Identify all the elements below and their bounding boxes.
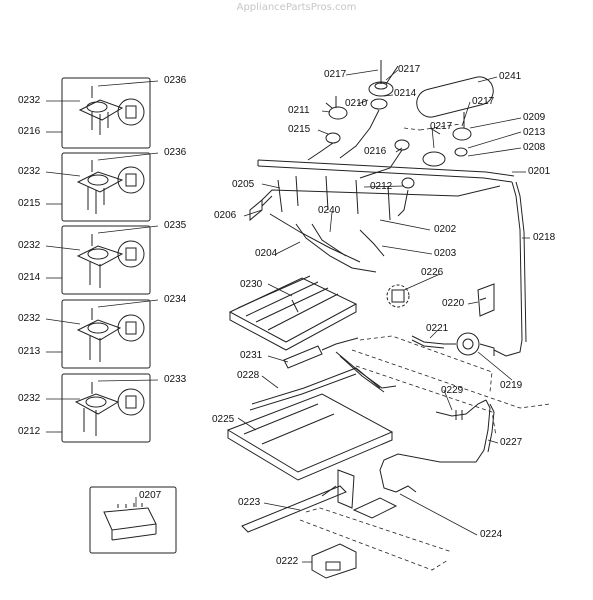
igniter-0231 — [283, 337, 359, 369]
bracket-0220 — [477, 283, 495, 317]
valve-fitting-0229 — [435, 399, 487, 420]
callout-0214: 0214 — [394, 88, 417, 99]
callout-0217-a: 0217 — [324, 69, 347, 80]
callout-0241: 0241 — [499, 71, 522, 82]
callout-0202: 0202 — [434, 224, 457, 235]
regulator-0219 — [456, 332, 495, 356]
callout-0240: 0240 — [318, 205, 341, 216]
callout-0217-d: 0217 — [430, 121, 453, 132]
callout-0217-b: 0217 — [398, 64, 421, 75]
callout-0204: 0204 — [255, 248, 278, 259]
gas-line-0221 — [411, 335, 456, 349]
callout-0217-c: 0217 — [472, 96, 495, 107]
callout-0214-box3: 0214 — [18, 272, 41, 283]
spark-module-detail-0207 — [89, 486, 177, 554]
callout-0223: 0223 — [238, 497, 261, 508]
callout-0208: 0208 — [523, 142, 546, 153]
callout-0227: 0227 — [500, 437, 523, 448]
left-leader-lines — [45, 80, 159, 507]
manifold-frame — [249, 159, 527, 357]
valve-detail-0215 — [61, 152, 151, 222]
callout-0212: 0212 — [370, 181, 393, 192]
callout-0228: 0228 — [237, 370, 260, 381]
rail-0223 — [241, 469, 355, 533]
callout-0232-box5: 0232 — [18, 393, 41, 404]
burner-group-top — [307, 60, 494, 217]
callout-0235: 0235 — [164, 220, 187, 231]
callout-0215: 0215 — [288, 124, 311, 135]
pipe-0228 — [249, 351, 397, 411]
callout-0236-box2: 0236 — [164, 147, 187, 158]
dashed-guide-lines — [299, 123, 551, 571]
callout-0211: 0211 — [288, 105, 310, 116]
callout-0218: 0218 — [533, 232, 556, 243]
callout-0216: 0216 — [364, 146, 387, 157]
valve-detail-0214 — [61, 225, 151, 295]
callout-0206: 0206 — [214, 210, 237, 221]
callout-0225: 0225 — [212, 414, 235, 425]
spark-block-0224 — [352, 485, 417, 519]
callout-0221: 0221 — [426, 323, 449, 334]
callout-0222: 0222 — [276, 556, 299, 567]
flex-line-0227 — [379, 399, 495, 493]
watermark: AppliancePartsPros.com — [236, 2, 357, 13]
callout-0215-box2: 0215 — [18, 198, 41, 209]
module-0222 — [311, 543, 357, 579]
callout-0231: 0231 — [240, 350, 263, 361]
valve-detail-0212 — [61, 373, 151, 443]
callout-0207: 0207 — [139, 490, 162, 501]
callout-0232-box4: 0232 — [18, 313, 41, 324]
callout-0205: 0205 — [232, 179, 255, 190]
valve-detail-0216 — [61, 77, 151, 149]
callout-0212-box5: 0212 — [18, 426, 41, 437]
baffle-0225 — [226, 393, 394, 481]
callout-0210: 0210 — [345, 98, 368, 109]
callout-0230: 0230 — [240, 279, 263, 290]
callout-0229: 0229 — [441, 385, 464, 396]
pressure-fitting-0226 — [386, 284, 410, 308]
callout-0213-box4: 0213 — [18, 346, 41, 357]
callout-0232-box3: 0232 — [18, 240, 41, 251]
callout-0226: 0226 — [421, 267, 444, 278]
callout-0224: 0224 — [480, 529, 503, 540]
callout-0203: 0203 — [434, 248, 457, 259]
callout-0220: 0220 — [442, 298, 465, 309]
callout-0234: 0234 — [164, 294, 187, 305]
right-leader-lines — [237, 69, 530, 563]
callout-0233: 0233 — [164, 374, 187, 385]
callout-0232-box1: 0232 — [18, 95, 41, 106]
valve-detail-0213 — [61, 299, 151, 369]
callout-0236-top: 0236 — [164, 75, 187, 86]
callout-0219: 0219 — [500, 380, 523, 391]
callout-0201: 0201 — [528, 166, 551, 177]
callout-0232-box2: 0232 — [18, 166, 41, 177]
callout-0216-box1: 0216 — [18, 126, 41, 137]
callout-0213: 0213 — [523, 127, 546, 138]
callout-0209: 0209 — [523, 112, 546, 123]
